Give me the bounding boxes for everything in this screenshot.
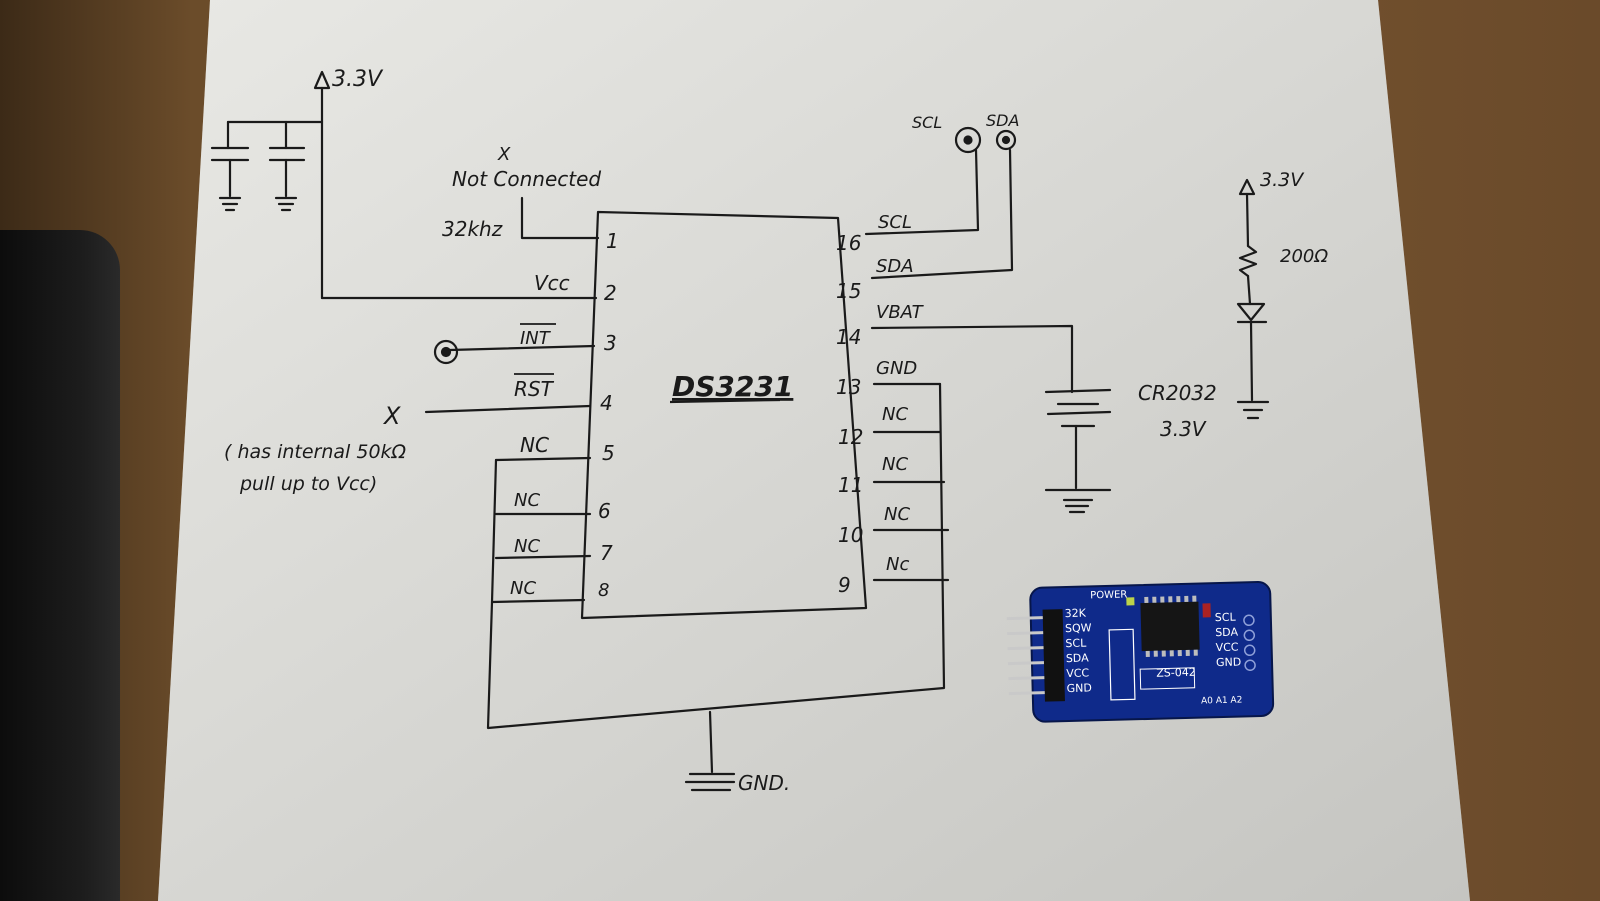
chip-ground-symbol — [684, 710, 736, 792]
pin-name: RST — [514, 377, 555, 401]
pin-name: NC — [510, 578, 536, 599]
module-label-box — [1139, 667, 1196, 690]
chip-outline — [580, 210, 868, 620]
pin-name: SDA — [876, 256, 914, 277]
dark-object — [0, 230, 120, 901]
sda-test-point — [995, 129, 1017, 151]
module-chip — [1140, 601, 1200, 652]
scl-test-point — [954, 126, 982, 154]
pin-name: NC — [882, 404, 908, 425]
nc-mark: X — [497, 144, 511, 165]
left-pin-wires — [424, 196, 946, 730]
module-rpin-vcc: VCC — [1215, 641, 1239, 655]
pin-num: 7 — [600, 541, 613, 565]
module-rpin-sda: SDA — [1215, 626, 1239, 640]
pin-num: 5 — [602, 441, 615, 465]
resistor-label: 200Ω — [1280, 246, 1328, 267]
module-board — [1029, 581, 1275, 723]
pin-name: VBAT — [876, 302, 925, 323]
battery-type-label: CR2032 — [1138, 381, 1217, 405]
battery-symbol — [1044, 388, 1112, 514]
pin-name: NC — [514, 536, 540, 557]
led-supply-label: 3.3V — [1260, 169, 1305, 191]
pin-num: 1 — [606, 229, 619, 253]
pin-name: Nc — [886, 554, 909, 575]
rst-note-line2: pull up to Vcc) — [239, 473, 377, 495]
module-led — [1202, 603, 1211, 618]
pin-name: NC — [884, 504, 910, 525]
pin-num: 3 — [604, 331, 617, 355]
pin-name: NC — [514, 490, 540, 511]
led-circuit — [1236, 178, 1270, 420]
module-address-pads: A0 A1 A2 — [1201, 695, 1243, 706]
supply-label: 3.3V — [332, 67, 384, 92]
power-led — [1126, 597, 1135, 606]
left-pin-labels: 1 2 Vcc 3 INT 4 RST 5 NC 6 NC 7 NC 8 NC — [510, 229, 619, 601]
not-connected-label: Not Connected — [452, 167, 601, 191]
pin-num: 16 — [836, 231, 861, 255]
sda-bus-label: SDA — [986, 111, 1019, 130]
pin-name: SCL — [878, 212, 912, 233]
pin-num: 2 — [604, 281, 617, 305]
module-pin-vcc: VCC — [1066, 666, 1090, 680]
pin-num: 12 — [838, 425, 863, 449]
pin-num: 15 — [836, 279, 861, 303]
pin-num: 8 — [598, 580, 609, 601]
pin-num: 6 — [598, 499, 611, 523]
pin-num: 14 — [836, 325, 861, 349]
module-header-pins — [1006, 609, 1065, 702]
rst-x-mark: X — [382, 402, 401, 430]
module-pin-scl: SCL — [1065, 637, 1087, 651]
int-test-point — [433, 339, 459, 365]
module-rpin-gnd: GND — [1216, 655, 1242, 669]
chip-name: DS3231 — [672, 370, 793, 403]
ground-label: GND. — [738, 771, 790, 795]
pin-name: NC — [520, 433, 549, 457]
capacitor-2-symbol — [268, 146, 306, 212]
pin-name: GND — [876, 358, 917, 379]
module-pin-32k: 32K — [1065, 607, 1087, 621]
pin-num: 9 — [838, 573, 851, 597]
module-rpin-scl: SCL — [1215, 611, 1237, 625]
module-pin-gnd: GND — [1066, 681, 1092, 695]
module-silkscreen-box — [1108, 628, 1136, 701]
pin-num: 10 — [838, 523, 863, 547]
pin-num: 11 — [838, 473, 863, 497]
right-pin-labels: 16 SCL 15 SDA 14 VBAT 13 GND 12 NC 11 NC… — [836, 212, 925, 597]
module-pin-sda: SDA — [1066, 651, 1090, 665]
right-pin-wires — [864, 148, 1074, 582]
pin-num: 4 — [600, 391, 613, 415]
pin-num: 13 — [836, 375, 861, 399]
supply-wire — [226, 70, 598, 300]
pin-name: NC — [882, 454, 908, 475]
pin-name: INT — [520, 328, 552, 349]
battery-voltage-label: 3.3V — [1160, 417, 1207, 441]
module-pin-sqw: SQW — [1065, 621, 1092, 635]
pin-name: Vcc — [534, 271, 570, 295]
rtc-module: POWER ZS-042 32K SQW SCL SDA VCC GND SCL… — [1006, 581, 1275, 723]
rst-note-line1: ( has internal 50kΩ — [224, 441, 407, 463]
scl-bus-label: SCL — [912, 113, 942, 132]
freq-label: 32khz — [442, 217, 503, 241]
module-name: ZS-042 — [1156, 666, 1196, 680]
capacitor-1-symbol — [210, 146, 250, 212]
module-power-label: POWER — [1090, 589, 1127, 601]
